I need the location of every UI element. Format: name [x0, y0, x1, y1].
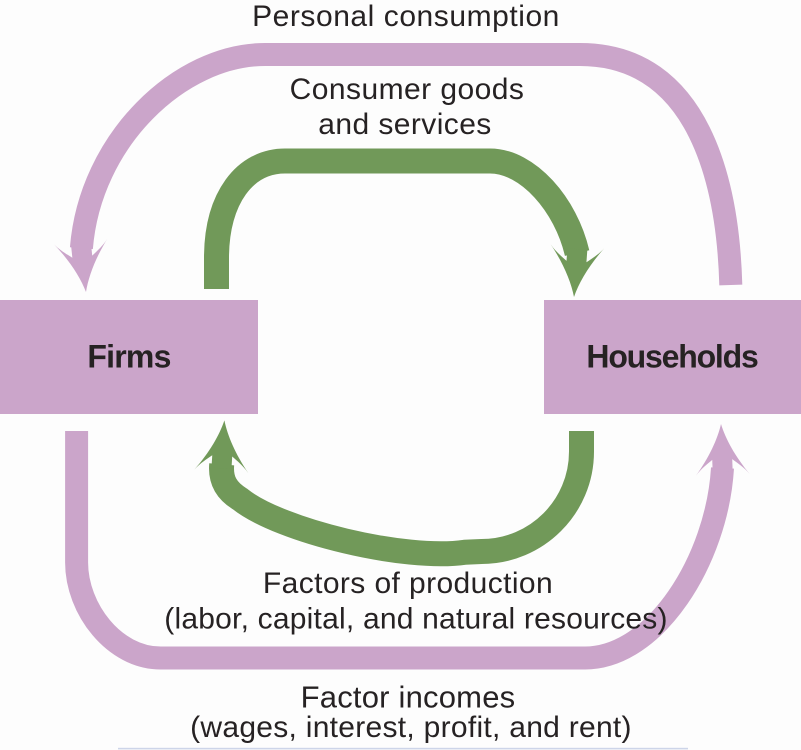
svg-text:Households: Households	[586, 339, 758, 375]
svg-text:(wages, interest, profit, and: (wages, interest, profit, and rent)	[190, 711, 632, 744]
svg-text:Factors of production: Factors of production	[263, 567, 553, 600]
svg-text:Personal consumption: Personal consumption	[252, 0, 560, 33]
svg-text:Factor incomes: Factor incomes	[301, 680, 516, 715]
svg-text:and services: and services	[318, 108, 491, 141]
svg-text:(labor, capital, and natural r: (labor, capital, and natural resources)	[164, 603, 667, 636]
svg-text:Consumer goods: Consumer goods	[290, 73, 525, 106]
svg-text:Firms: Firms	[87, 339, 170, 375]
